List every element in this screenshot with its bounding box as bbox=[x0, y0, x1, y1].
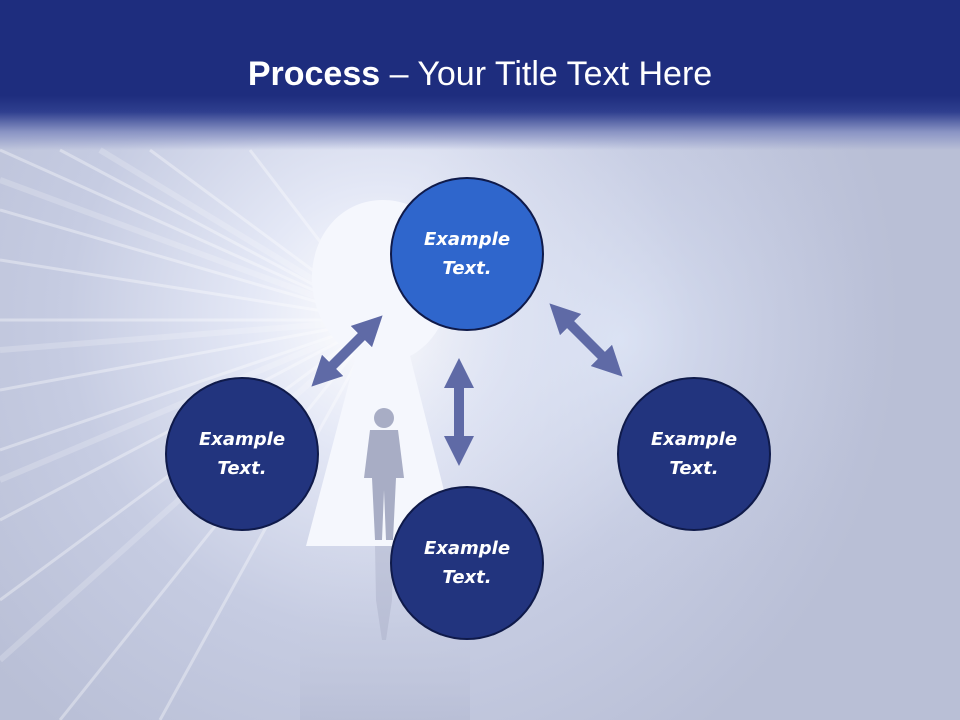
title-rest: – Your Title Text Here bbox=[380, 55, 713, 93]
node-left-line2: Text. bbox=[217, 458, 267, 479]
slide-title: Process – Your Title Text Here bbox=[0, 52, 960, 96]
arrow-top-left bbox=[311, 315, 383, 387]
node-left-line1: Example bbox=[198, 429, 286, 450]
node-right-line1: Example bbox=[650, 429, 738, 450]
node-top-line2: Text. bbox=[442, 258, 492, 279]
node-top-line1: Example bbox=[423, 229, 511, 250]
title-bold: Process bbox=[247, 55, 381, 93]
node-bottom-line2: Text. bbox=[442, 567, 492, 588]
node-right-line2: Text. bbox=[669, 458, 719, 479]
arrow-top-right bbox=[549, 303, 623, 377]
node-bottom-line1: Example bbox=[423, 538, 511, 559]
title-bar bbox=[0, 0, 960, 150]
